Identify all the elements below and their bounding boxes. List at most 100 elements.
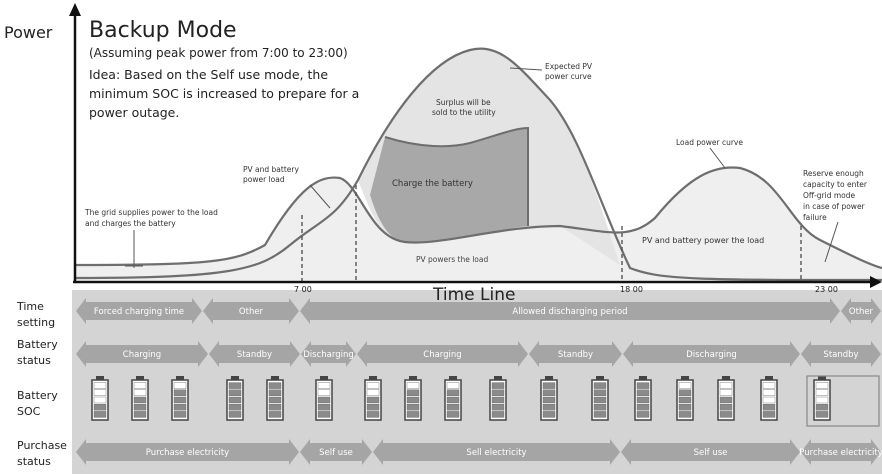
pv-battery-leader-line [309,184,331,209]
reserve-label-4: in case of power [803,202,866,211]
battery-cell-7-4 [406,382,420,389]
reserve-label-1: Reserve enough [803,169,864,178]
surplus-label-2: sold to the utility [432,108,496,117]
battery-cell-15-0 [762,411,776,418]
purchase-status-arrow-3 [621,439,800,465]
idea-line-1: Idea: Based on the Self use mode, the [89,67,328,82]
battery-cell-15-3 [762,389,776,396]
battery-soc-row [91,376,831,421]
battery-status-label-4: Standby [558,350,593,360]
time-setting-label-2: Allowed discharging period [512,307,627,317]
pv-battery-load-label-1: PV and battery [243,165,299,174]
time-setting-arrow-0 [76,298,202,324]
battery-status-label-0: Charging [123,350,161,360]
grid-supplies-label-1: The grid supplies power to the load [84,208,218,217]
row-label-purchase-2: status [17,455,51,468]
battery-cell-1-2 [133,396,147,404]
battery-cell-3-3 [228,389,242,396]
battery-cell-11-2 [593,396,607,404]
battery-cell-3-1 [228,404,242,411]
purchase-status-arrow-1 [300,439,372,465]
chart-title: Backup Mode [89,18,237,43]
pv-battery-load-label-2: power load [243,175,285,184]
battery-cell-1-1 [133,404,147,411]
pv-powers-load-label: PV powers the load [416,255,488,264]
reserve-label-2: capacity to enter [803,180,868,189]
battery-cap-16 [818,376,826,380]
charge-area [370,128,528,243]
reserve-label-5: failure [803,213,827,222]
battery-cap-1 [136,376,144,380]
battery-cell-11-3 [593,389,607,396]
battery-cell-8-2 [446,396,460,404]
battery-cell-9-4 [491,382,505,389]
battery-cap-15 [765,376,773,380]
x-axis-label: Time Line [432,285,515,305]
tick-label-18: 18 00 [620,285,643,294]
battery-cell-15-4 [762,382,776,389]
battery-status-label-5: Discharging [686,350,737,360]
battery-cell-14-2 [719,396,733,404]
battery-cell-11-1 [593,404,607,411]
battery-status-arrow-2 [301,341,356,367]
tick-label-23: 23 00 [815,285,838,294]
battery-cell-2-4 [173,382,187,389]
chart-subtitle: (Assuming peak power from 7:00 to 23:00) [89,46,348,60]
reserve-battery-highlight [806,375,880,427]
battery-cell-14-0 [719,411,733,418]
purchase-status-arrow-4 [801,439,881,465]
battery-cap-7 [409,376,417,380]
row-label-battery-status-1: Battery [17,338,58,351]
battery-status-arrow-4 [529,341,622,367]
row-label-time-2: setting [17,316,55,329]
time-setting-label-0: Forced charging time [94,307,184,317]
battery-cell-7-1 [406,404,420,411]
row-label-soc-1: Battery [17,389,58,402]
battery-cell-12-4 [636,382,650,389]
battery-cap-10 [545,376,553,380]
battery-status-arrow-5 [623,341,800,367]
battery-cap-11 [596,376,604,380]
battery-status-label-3: Charging [423,350,461,360]
battery-cap-13 [681,376,689,380]
battery-cell-13-0 [678,411,692,418]
expected-pv-label-2: power curve [545,72,592,81]
battery-cap-14 [722,376,730,380]
purchase-status-label-3: Self use [694,448,728,458]
battery-cell-4-3 [268,389,282,396]
tick-label-7: 7 00 [294,285,312,294]
battery-cell-0-4 [93,382,107,389]
battery-cell-12-0 [636,411,650,418]
battery-status-arrow-6 [801,341,881,367]
battery-cell-16-2 [815,396,829,404]
idea-line-3: power outage. [89,105,179,120]
battery-cap-4 [271,376,279,380]
purchase-status-label-1: Self use [319,448,353,458]
battery-cap-0 [96,376,104,380]
battery-cell-2-3 [173,389,187,396]
battery-cap-8 [449,376,457,380]
reserve-leader-line [824,221,839,263]
battery-cell-1-3 [133,389,147,396]
battery-cell-5-0 [317,411,331,418]
battery-cell-9-1 [491,404,505,411]
battery-status-arrow-1 [209,341,300,367]
expected-pv-label-1: Expected PV [545,62,593,71]
surplus-label-1: Surplus will be [436,98,491,107]
battery-cell-14-3 [719,389,733,396]
purchase-status-arrow-2 [373,439,620,465]
idea-line-2: minimum SOC is increased to prepare for … [89,86,359,101]
battery-cell-6-3 [366,389,380,396]
battery-cell-6-4 [366,382,380,389]
battery-cell-3-4 [228,382,242,389]
battery-cell-10-1 [542,404,556,411]
battery-cell-3-2 [228,396,242,404]
battery-cell-13-1 [678,404,692,411]
battery-cell-12-2 [636,396,650,404]
battery-cell-13-4 [678,382,692,389]
battery-cell-13-2 [678,396,692,404]
battery-cell-2-0 [173,411,187,418]
battery-cap-12 [639,376,647,380]
